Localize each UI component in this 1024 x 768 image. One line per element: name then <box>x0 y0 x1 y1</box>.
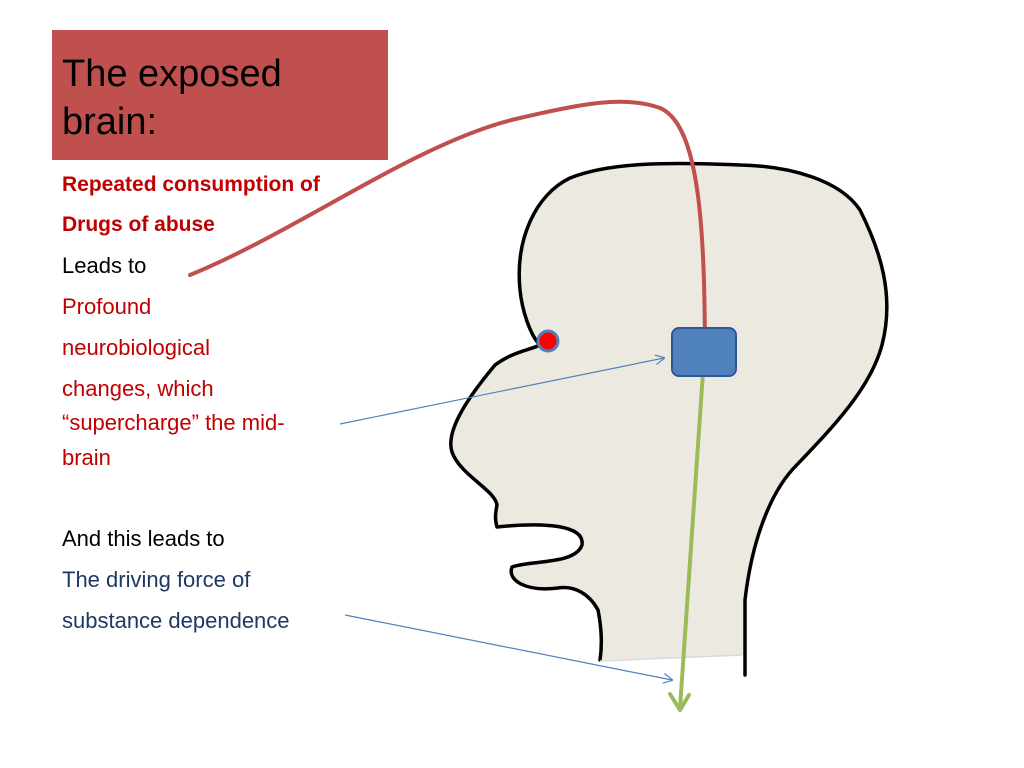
eye-dot <box>536 329 560 353</box>
text-drugs-of-abuse: Drugs of abuse <box>62 213 215 236</box>
text-neurobiological: neurobiological <box>62 335 210 360</box>
text-brain: brain <box>62 445 111 470</box>
text-substance-dependence: substance dependence <box>62 608 290 633</box>
midbrain-box <box>671 327 737 377</box>
text-and-this-leads-to: And this leads to <box>62 526 225 551</box>
neck-base-line <box>599 654 743 662</box>
head-silhouette <box>450 163 887 660</box>
text-changes-which: changes, which <box>62 376 214 401</box>
text-profound: Profound <box>62 294 152 319</box>
title-background <box>52 30 388 160</box>
dependence-pointer-arrow <box>344 614 672 680</box>
text-leads-to: Leads to <box>62 253 147 278</box>
driving-force-arrow <box>678 371 705 709</box>
text-repeated-consumption: Repeated consumption of <box>62 173 320 196</box>
drug-pathway-arc <box>188 99 707 367</box>
text-driving-force: The driving force of <box>62 567 251 592</box>
midbrain-pointer-arrow <box>339 358 664 425</box>
text-supercharge: “supercharge” the mid- <box>62 410 285 435</box>
driving-force-arrowhead <box>668 692 691 712</box>
slide-title: The exposed brain: <box>62 53 282 143</box>
